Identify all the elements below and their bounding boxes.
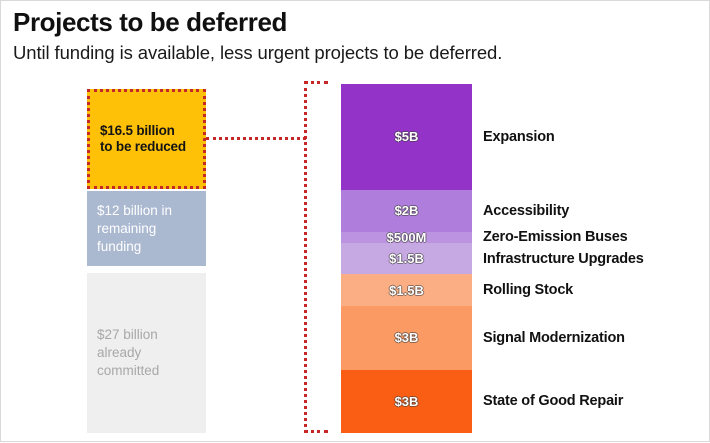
bar-segment[interactable]: $3B <box>341 369 472 433</box>
bar-segment-value: $1.5B <box>389 282 424 298</box>
bar-segment[interactable]: $5B <box>341 84 472 190</box>
connector-spine-vertical <box>304 81 307 433</box>
bar-segment-value: $500M <box>386 229 427 245</box>
bar-category-label: Infrastructure Upgrades <box>483 250 644 267</box>
bar-category-label: State of Good Repair <box>483 393 624 410</box>
page-title: Projects to be deferred <box>13 7 287 37</box>
bar-category-label: Expansion <box>483 128 555 145</box>
bar-segment-value: $3B <box>394 393 419 409</box>
bar-category-label: Zero-Emission Buses <box>483 229 628 246</box>
bar-segment-value: $1.5B <box>389 250 424 266</box>
bar-segment[interactable]: $500M <box>341 229 472 245</box>
bar-segment-value: $5B <box>394 129 419 145</box>
bar-segment[interactable]: $3B <box>341 306 472 370</box>
bar-segment-value: $2B <box>394 203 419 219</box>
bar-category-label: Signal Modernization <box>483 329 625 346</box>
bar-segment[interactable]: $2B <box>341 189 472 233</box>
bar-category-label: Accessibility <box>483 202 570 219</box>
bar-segment[interactable]: $1.5B <box>341 242 472 275</box>
stacked-bar-chart: $5B $2B $500M $1.5B $1.5B $3B $3B <box>341 84 472 433</box>
connector-arm-horizontal <box>206 137 306 140</box>
connector-stub-bottom <box>304 430 328 433</box>
header: Projects to be deferred Until funding is… <box>13 7 703 65</box>
bar-segment-value: $3B <box>394 330 419 346</box>
bar-segment[interactable]: $1.5B <box>341 274 472 307</box>
page-subtitle: Until funding is available, less urgent … <box>13 42 503 63</box>
connector-stub-top <box>304 81 328 84</box>
bar-category-label: Rolling Stock <box>483 282 574 299</box>
